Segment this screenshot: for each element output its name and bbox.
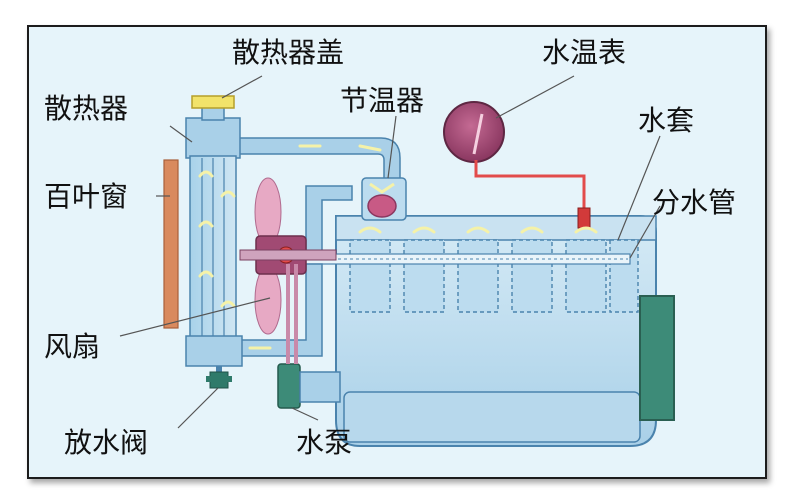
fan-blade bbox=[254, 265, 282, 335]
radiator-cap bbox=[191, 95, 235, 109]
thermostat bbox=[361, 177, 407, 221]
pump-pulley bbox=[277, 363, 301, 409]
jacket-cell bbox=[511, 239, 553, 313]
distribution-pipe bbox=[299, 253, 631, 265]
drain-valve bbox=[206, 371, 232, 389]
label-radiator: 散热器 bbox=[44, 92, 128, 125]
water-pump bbox=[277, 264, 341, 409]
flywheel-housing bbox=[639, 295, 675, 421]
temp-sensor bbox=[577, 207, 591, 229]
label-distribution-pipe: 分水管 bbox=[652, 186, 736, 219]
label-water-jacket: 水套 bbox=[638, 104, 694, 137]
label-water-pump: 水泵 bbox=[296, 426, 352, 459]
label-thermostat: 节温器 bbox=[340, 84, 424, 117]
label-louver: 百叶窗 bbox=[44, 180, 128, 213]
temp-gauge bbox=[443, 101, 591, 229]
jacket-cell bbox=[457, 239, 499, 313]
jacket-cell bbox=[565, 239, 607, 313]
leader-lines bbox=[119, 75, 661, 429]
water-jacket bbox=[349, 239, 639, 313]
label-radiator-cap: 散热器盖 bbox=[232, 36, 344, 69]
fan-shaft bbox=[239, 249, 337, 261]
label-temp-gauge: 水温表 bbox=[542, 36, 626, 69]
louver bbox=[163, 159, 179, 329]
radiator bbox=[185, 103, 243, 376]
jacket-cell bbox=[403, 239, 445, 313]
label-fan: 风扇 bbox=[44, 330, 100, 363]
engine-sump bbox=[343, 391, 641, 443]
label-drain-valve: 放水阀 bbox=[64, 426, 148, 459]
flow-arrows bbox=[198, 144, 598, 350]
radiator-top-tank bbox=[185, 117, 241, 159]
jacket-cell bbox=[349, 239, 391, 313]
drain-valve-stem bbox=[216, 366, 222, 376]
radiator-bottom-tank bbox=[185, 335, 243, 367]
hoses bbox=[237, 137, 401, 357]
